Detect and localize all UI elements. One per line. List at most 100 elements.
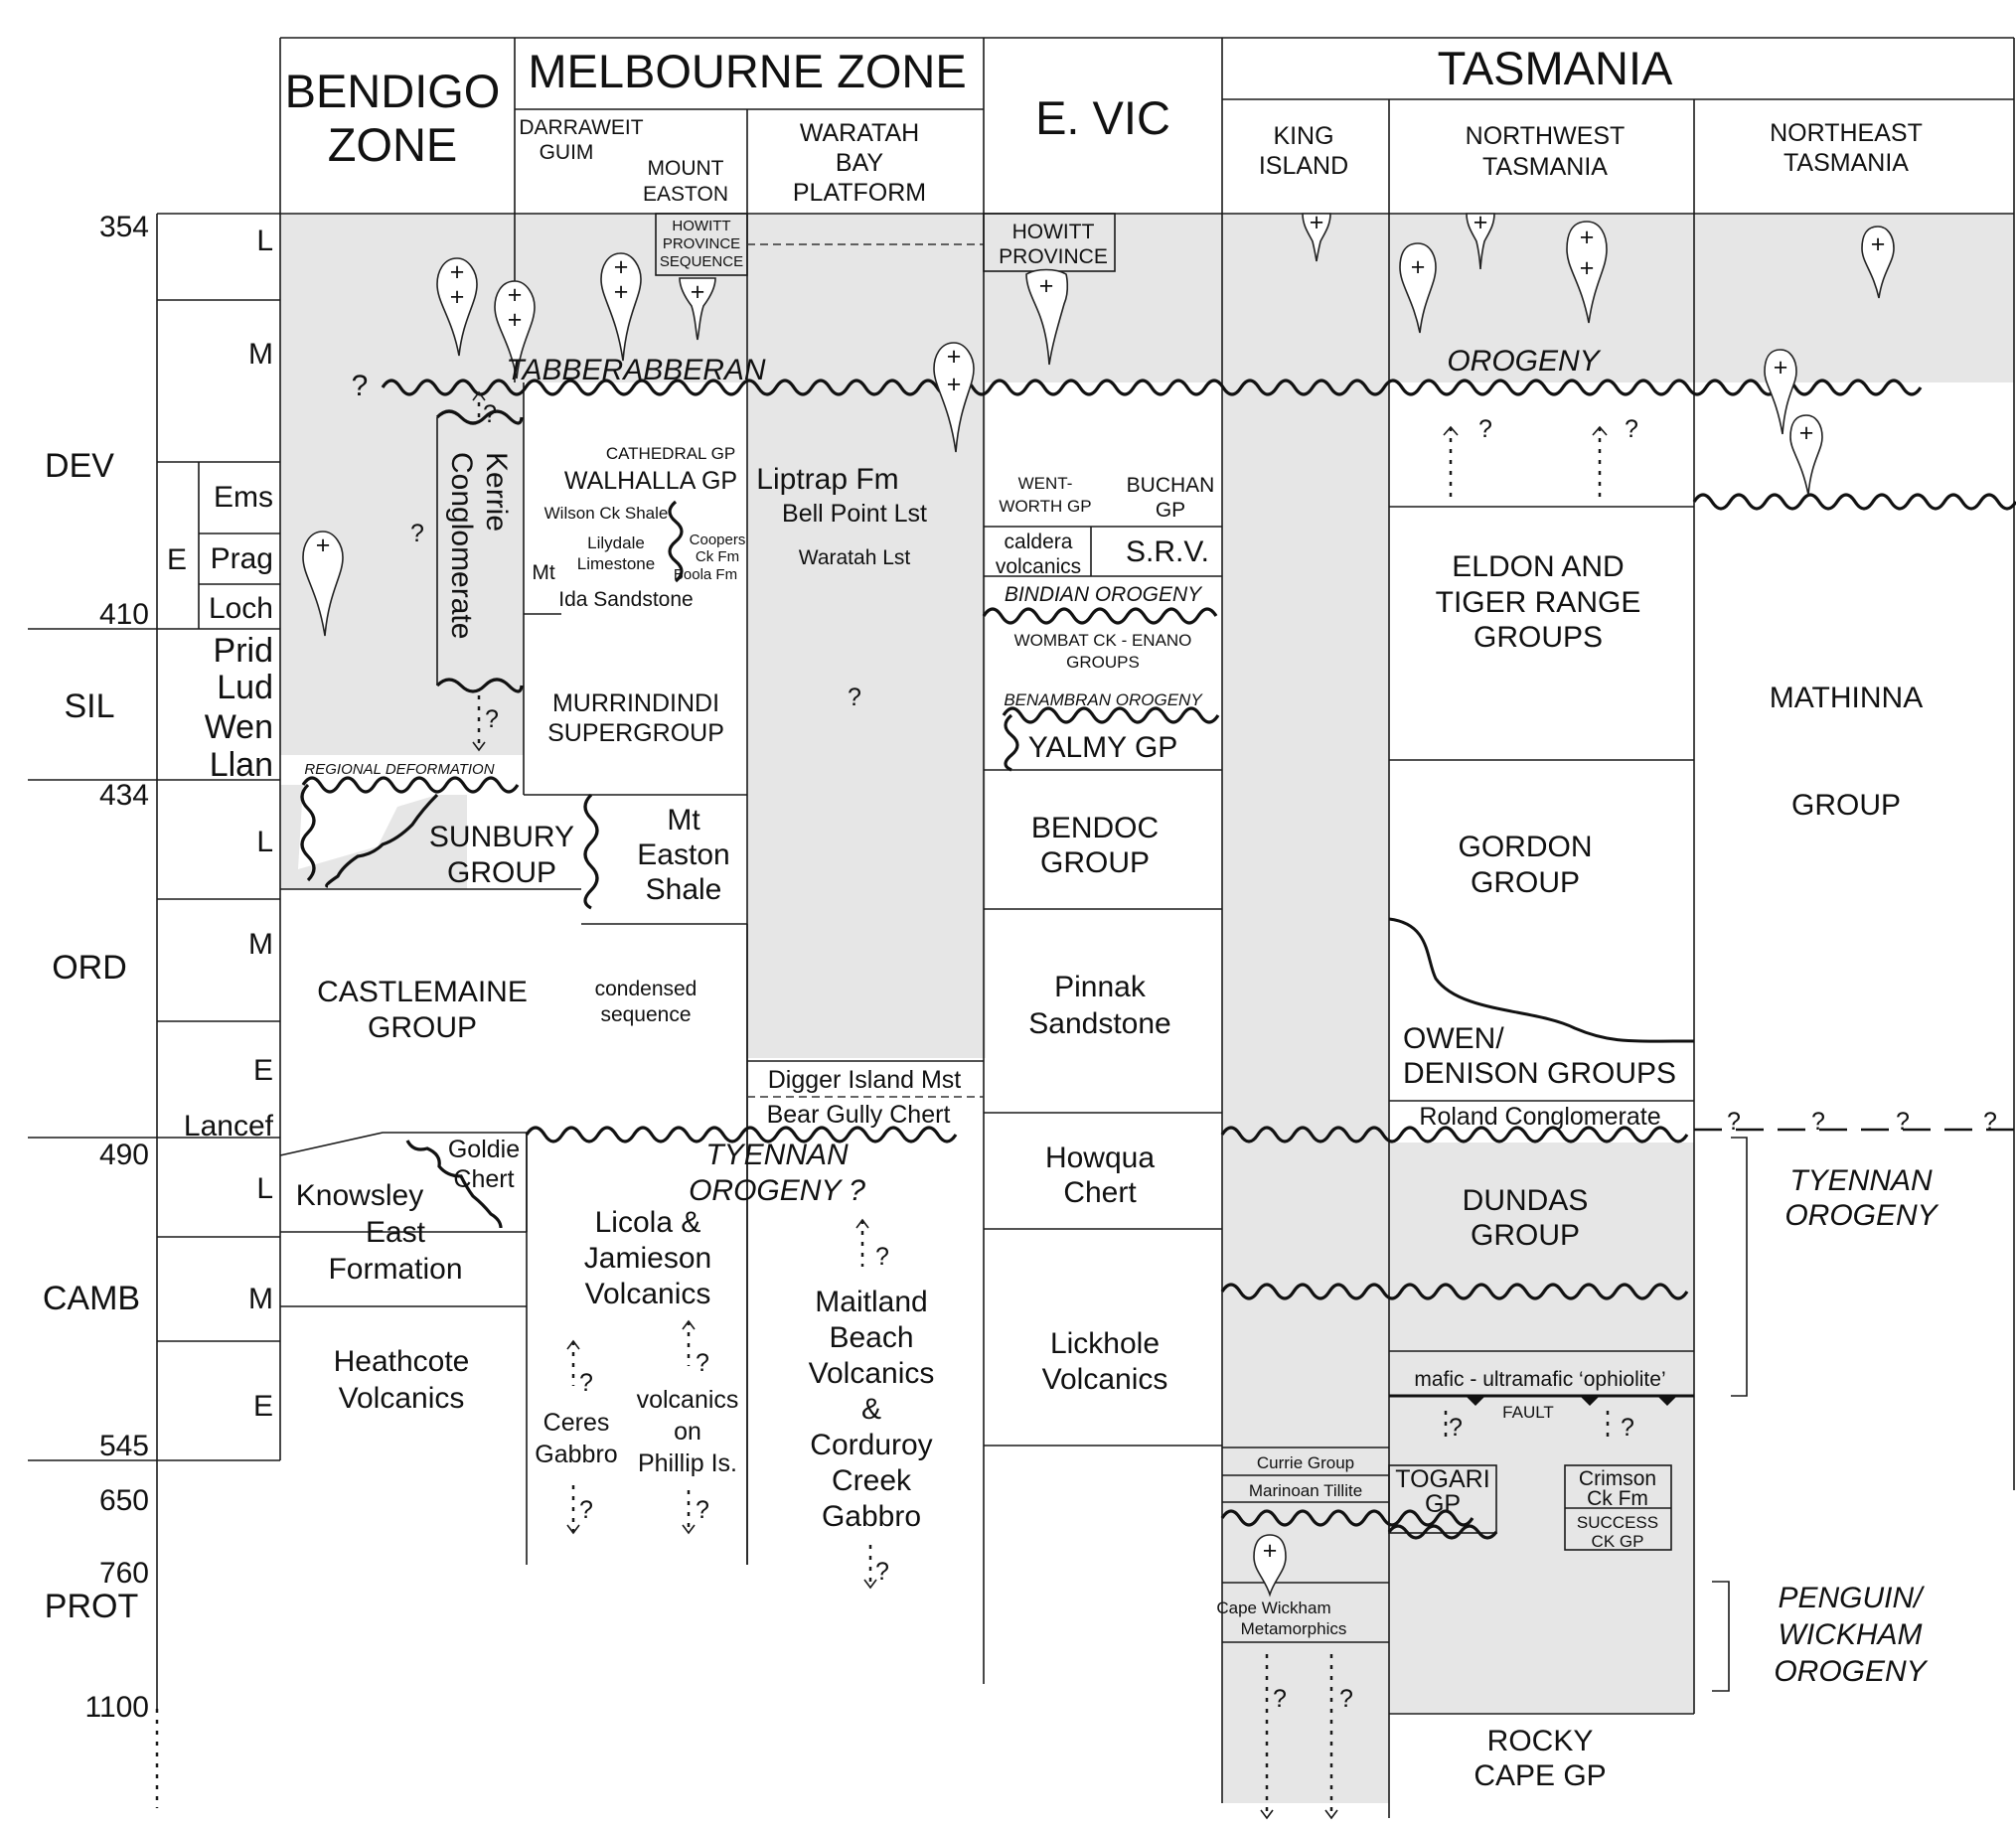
mt-easton-shale-l3: Shale: [646, 873, 722, 906]
rocky-cape-l2: CAPE GP: [1473, 1759, 1606, 1792]
sub-king-l2: ISLAND: [1259, 152, 1348, 180]
bendoc-l1: BENDOC: [1031, 812, 1159, 844]
heathcote-l1: Heathcote: [334, 1345, 470, 1378]
ceres-l2: Gabbro: [535, 1441, 617, 1468]
licola-l1: Licola &: [595, 1206, 701, 1239]
buchan-l2: GP: [1156, 499, 1185, 522]
unit-labels: HOWITT PROVINCE SEQUENCE HOWITT PROVINCE…: [296, 218, 1923, 1792]
dundas-l2: GROUP: [1471, 1219, 1580, 1252]
svg-text:?: ?: [1449, 1414, 1463, 1442]
granite-plutons: + + + + + + + + + + +: [302, 209, 1895, 1598]
mathinna-l1: MATHINNA: [1770, 682, 1923, 714]
svg-text:?: ?: [1625, 415, 1638, 443]
svg-text:+: +: [1473, 209, 1488, 236]
pluton-granite-icon: + +: [1566, 221, 1608, 324]
orogeny-bindian: BINDIAN OROGENY: [1005, 583, 1203, 606]
tyennan-unconformity-tas: [1220, 1126, 1689, 1143]
svg-text:?: ?: [1478, 415, 1492, 443]
sub-waratah-l1: WARATAH: [800, 119, 919, 147]
age-760: 760: [99, 1557, 149, 1590]
epoch-camb-early: E: [253, 1390, 273, 1423]
caldera-l2: volcanics: [996, 555, 1081, 578]
regional-deformation: REGIONAL DEFORMATION: [304, 761, 494, 778]
unconformities: [300, 379, 2016, 1540]
success-l2: CK GP: [1592, 1532, 1644, 1551]
stage-ems: Ems: [214, 481, 273, 514]
svg-text:+: +: [508, 281, 523, 309]
epoch-ord-early: E: [253, 1054, 273, 1087]
licola-l3: Volcanics: [585, 1278, 711, 1310]
owen-l1: OWEN/: [1403, 1022, 1504, 1055]
svg-text:?: ?: [483, 400, 497, 428]
stage-loch: Loch: [209, 592, 273, 625]
licola-l2: Jamieson: [584, 1242, 711, 1275]
stage-lud: Lud: [217, 669, 273, 706]
wombat-l2: GROUPS: [1066, 653, 1140, 672]
age-545: 545: [99, 1430, 149, 1462]
pluton-granite-icon: +: [679, 277, 716, 341]
fault-label: FAULT: [1502, 1403, 1554, 1422]
pluton-granite-icon: +: [1861, 226, 1895, 299]
bell-point-lst: Bell Point Lst: [782, 500, 927, 528]
epoch-dev-early: E: [167, 543, 187, 576]
stage-wen: Wen: [205, 708, 273, 746]
murrindindi-l2: SUPERGROUP: [547, 719, 724, 747]
pluton-granite-icon: +: [1253, 1534, 1287, 1598]
period-dev: DEV: [45, 447, 114, 485]
mt-easton-shale-l1: Mt: [667, 804, 700, 837]
sub-darraweit-l2: GUIM: [540, 141, 594, 164]
howqua-l1: Howqua: [1045, 1142, 1155, 1174]
knowsley-l3: Formation: [328, 1253, 462, 1286]
cape-wickham-l1: Cape Wickham: [1216, 1599, 1330, 1617]
period-ord: ORD: [52, 949, 127, 987]
question-marks: ? ? ? ? ? ? ? ? ? ? ? ? ? ? ? ? ? ? ? ? …: [352, 370, 1997, 1713]
knowsley-l2: East: [366, 1216, 426, 1249]
orogeny-tyennan-q-l1: TYENNAN: [705, 1139, 849, 1171]
bear-gully-chert: Bear Gully Chert: [767, 1101, 951, 1129]
phillip-l2: on: [674, 1418, 701, 1446]
togari-l1: TOGARI: [1395, 1465, 1489, 1493]
howitt-seq-l2: PROVINCE: [663, 235, 740, 252]
phillip-l3: Phillip Is.: [638, 1449, 737, 1477]
region-bendigo-l2: ZONE: [328, 118, 458, 171]
pluton-granite-icon: + +: [933, 342, 975, 453]
sub-ne-l1: NORTHEAST: [1770, 119, 1923, 147]
digger-island-mst: Digger Island Mst: [768, 1066, 962, 1094]
wentworth-l1: WENT-: [1018, 474, 1073, 493]
svg-text:+: +: [1774, 354, 1788, 381]
howqua-l2: Chert: [1063, 1176, 1137, 1209]
orogeny-label: OROGENY: [1447, 345, 1601, 378]
orogeny-tyennan-q-l2: OROGENY ?: [689, 1174, 865, 1207]
sub-ne-l2: TASMANIA: [1783, 149, 1909, 177]
pluton-granite-icon: +: [1399, 242, 1437, 334]
svg-text:?: ?: [696, 1349, 709, 1377]
ceres-l1: Ceres: [543, 1409, 610, 1437]
roland-conglomerate: Roland Conglomerate: [1419, 1103, 1660, 1131]
goldie-l2: Chert: [453, 1165, 514, 1193]
heathcote-l2: Volcanics: [339, 1382, 465, 1415]
svg-text:?: ?: [579, 1496, 593, 1524]
svg-text:?: ?: [1727, 1108, 1741, 1136]
epoch-dev-late: L: [256, 225, 273, 257]
srv: S.R.V.: [1126, 535, 1209, 568]
svg-text:+: +: [1799, 419, 1814, 447]
time-scale-column: 354 410 434 490 545 650 760 1100 DEV SIL…: [28, 211, 280, 1808]
coopers-l2: Ck Fm: [696, 548, 739, 565]
goldie-l1: Goldie: [448, 1136, 520, 1163]
eldon-l1: ELDON AND: [1452, 550, 1624, 583]
uncertain-arrows: [472, 390, 1610, 1820]
buchan-l1: BUCHAN: [1127, 474, 1215, 497]
gordon-l2: GROUP: [1471, 866, 1580, 899]
pinnak-l1: Pinnak: [1054, 971, 1147, 1003]
pinnak-l2: Sandstone: [1028, 1007, 1170, 1040]
tabberabberan-unconformity: [381, 379, 1923, 396]
pluton-granite-icon: + +: [494, 280, 536, 380]
age-434: 434: [99, 779, 149, 812]
period-sil: SIL: [64, 687, 114, 725]
svg-text:?: ?: [1983, 1108, 1997, 1136]
bendoc-l2: GROUP: [1040, 846, 1150, 879]
castlemaine-l1: CASTLEMAINE: [317, 976, 528, 1008]
pluton-granite-icon: +: [1025, 268, 1069, 366]
svg-text:?: ?: [1339, 1685, 1353, 1713]
svg-text:?: ?: [352, 370, 369, 402]
